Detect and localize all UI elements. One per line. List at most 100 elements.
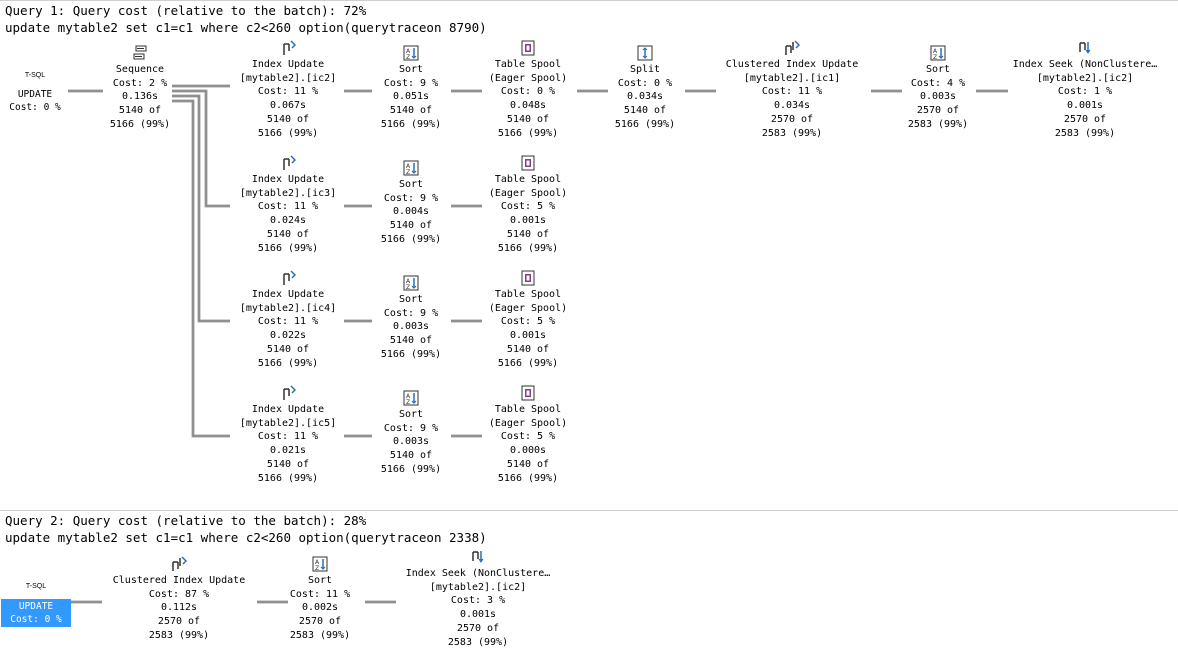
operator-stat: Cost: 11 % — [257, 86, 319, 98]
plan-node-index-update[interactable]: Index Update[mytable2].[ic5]Cost: 11 %0.… — [213, 385, 363, 485]
root-cost: Cost: 0 % — [10, 614, 62, 625]
operator-stat: 5140 of — [506, 113, 550, 125]
operator-stat: 5166 (99%) — [380, 233, 442, 245]
operator-stat: 2570 of — [157, 616, 201, 628]
operator-stat: 5140 of — [266, 228, 310, 240]
operator-name: Sort — [398, 64, 424, 75]
clustered-index-update-icon — [104, 556, 254, 572]
operator-stat: 2583 (99%) — [761, 127, 823, 139]
operator-stat: 0.024s — [269, 215, 307, 227]
operator-stat: 5166 (99%) — [257, 127, 319, 139]
operator-stat: 5166 (99%) — [380, 463, 442, 475]
operator-name: Index Seek (NonClustere… — [1012, 59, 1158, 70]
operator-stat: Cost: 3 % — [450, 595, 506, 607]
operator-stat: 2570 of — [298, 616, 342, 628]
operator-stat: Cost: 11 % — [257, 201, 319, 213]
operator-stat: Cost: 2 % — [112, 77, 168, 89]
operator-name: Table Spool — [494, 404, 562, 415]
operator-stat: Cost: 5 % — [500, 431, 556, 443]
query1-sql-text[interactable]: update mytable2 set c1=c1 where c2<260 o… — [5, 20, 487, 35]
operator-stat: 0.001s — [509, 330, 547, 342]
operator-stat: 5140 of — [389, 220, 433, 232]
operator-name: Sort — [398, 409, 424, 420]
svg-text:Z: Z — [406, 54, 410, 61]
operator-stat: 2583 (99%) — [289, 629, 351, 641]
operator-stat: 0.048s — [509, 100, 547, 112]
operator-name: Sort — [398, 179, 424, 190]
operator-stat: (Eager Spool) — [488, 72, 568, 84]
sequence-icon — [65, 45, 215, 61]
operator-stat: 0.021s — [269, 445, 307, 457]
operator-name: Sort — [307, 575, 333, 586]
operator-name: Index Update — [251, 59, 325, 70]
operator-stat: 0.000s — [509, 445, 547, 457]
operator-stat: 2570 of — [916, 105, 960, 117]
operator-stat: 2583 (99%) — [447, 636, 509, 648]
operator-stat: 5166 (99%) — [614, 118, 676, 130]
query1-update-root[interactable]: T-SQL UPDATE Cost: 0 % — [0, 69, 70, 114]
table-spool-icon — [453, 385, 603, 401]
plan-node-clustered-index-update[interactable]: Clustered Index Update[mytable2].[ic1]Co… — [717, 40, 867, 140]
svg-text:Z: Z — [406, 169, 410, 176]
operator-stat: [mytable2].[ic4] — [239, 302, 337, 314]
operator-stat: 5140 of — [389, 335, 433, 347]
operator-stat: Cost: 5 % — [500, 316, 556, 328]
svg-text:Z: Z — [406, 284, 410, 291]
operator-stat: Cost: 1 % — [1057, 86, 1113, 98]
plan-node-index-seek[interactable]: Index Seek (NonClustere…[mytable2].[ic2]… — [403, 549, 553, 649]
operator-stat: Cost: 11 % — [761, 86, 823, 98]
query2-update-root[interactable]: T-SQL UPDATE Cost: 0 % — [1, 580, 71, 627]
operator-stat: (Eager Spool) — [488, 417, 568, 429]
operator-name: Sequence — [115, 64, 165, 75]
operator-stat: 2570 of — [456, 622, 500, 634]
operator-stat: 0.136s — [121, 91, 159, 103]
index-update-icon — [213, 40, 363, 56]
root-name: UPDATE — [17, 89, 53, 100]
operator-stat: 5166 (99%) — [497, 242, 559, 254]
query1-header: Query 1: Query cost (relative to the bat… — [0, 0, 1178, 40]
plan-node-index-seek[interactable]: Index Seek (NonClustere… [mytable2].[ic2]… — [1010, 40, 1160, 140]
operator-name: Table Spool — [494, 289, 562, 300]
operator-stat: 5166 (99%) — [257, 472, 319, 484]
svg-text:Z: Z — [315, 565, 319, 572]
operator-name: Index Update — [251, 174, 325, 185]
query2-sql-text[interactable]: update mytable2 set c1=c1 where c2<260 o… — [5, 530, 487, 545]
split-icon — [570, 45, 720, 61]
plan-node-index-update[interactable]: Index Update[mytable2].[ic4]Cost: 11 %0.… — [213, 270, 363, 370]
operator-name: Sort — [925, 64, 951, 75]
plan-node-index-update[interactable]: Index Update[mytable2].[ic3]Cost: 11 %0.… — [213, 155, 363, 255]
operator-stat: 5166 (99%) — [257, 242, 319, 254]
operator-stat: Cost: 9 % — [383, 307, 439, 319]
table-spool-icon — [453, 270, 603, 286]
operator-stat: [mytable2].[ic2] — [429, 581, 527, 593]
svg-text:Z: Z — [933, 54, 937, 61]
query1-cost-line: Query 1: Query cost (relative to the bat… — [5, 3, 367, 18]
operator-stat: Cost: 4 % — [910, 77, 966, 89]
svg-text:A: A — [406, 393, 411, 400]
plan-node-index-update[interactable]: Index Update[mytable2].[ic2]Cost: 11 %0.… — [213, 40, 363, 140]
operator-stat: 0.022s — [269, 330, 307, 342]
operator-stat: 5140 of — [506, 458, 550, 470]
operator-stat: 5166 (99%) — [497, 472, 559, 484]
operator-stat: 2583 (99%) — [907, 118, 969, 130]
svg-text:A: A — [406, 163, 411, 170]
operator-stat: [mytable2].[ic2] — [1036, 72, 1134, 84]
operator-stat: 5140 of — [389, 450, 433, 462]
operator-stat: Cost: 11 % — [289, 588, 351, 600]
